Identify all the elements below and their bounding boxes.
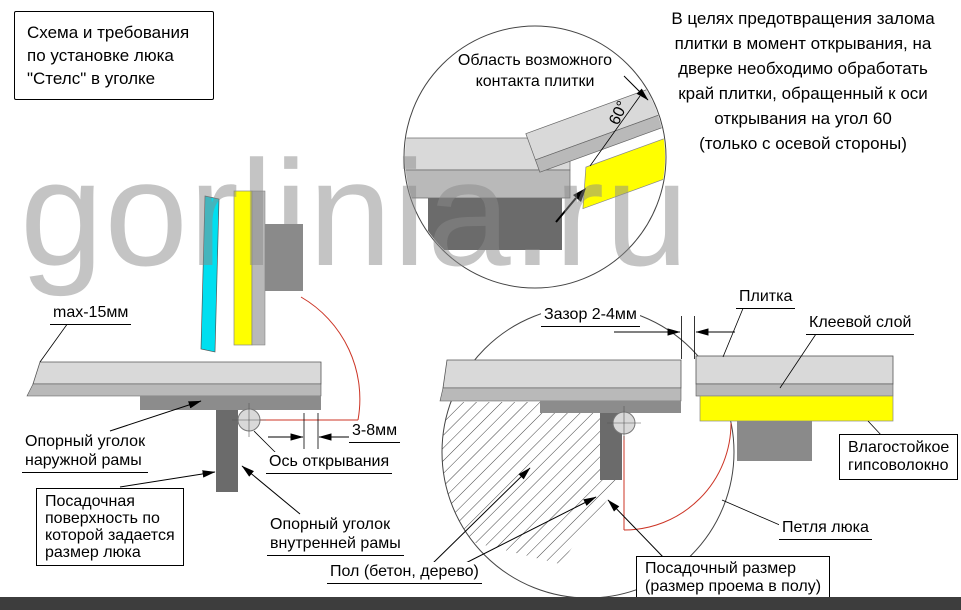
frame-glue-layer (439, 387, 682, 402)
door-gvl-layer-yellow (699, 395, 894, 422)
outer-corner-vertical-leg (216, 410, 238, 492)
left-diagram (26, 190, 361, 515)
bevel-arrow-line (555, 197, 577, 223)
inner-corner-leader (241, 465, 301, 515)
floor-mid-layer (26, 383, 322, 397)
door-tile-layer (695, 355, 894, 385)
gap-label: Зазор 2-4мм (541, 305, 640, 327)
seat-surface-leader (119, 470, 216, 488)
axis-leader (253, 430, 277, 454)
contact-area-leader (623, 75, 649, 101)
angle-dimension-line (589, 95, 641, 167)
glue-leader (779, 330, 819, 389)
outer-corner-horizontal-leg (140, 396, 321, 410)
door-profile-block-right (737, 421, 812, 461)
seat-size-leader (607, 499, 665, 559)
bevel-arrowhead (573, 188, 586, 202)
tile-leader (722, 305, 745, 358)
seat-surface-label: Посадочная поверхность по которой задает… (36, 488, 184, 566)
tile-label: Плитка (736, 287, 796, 309)
hinge-label: Петля люка (779, 518, 872, 540)
door-gvl-strip-yellow (233, 190, 253, 346)
floor-top-layer (32, 361, 322, 385)
frame-tile-layer (442, 359, 682, 389)
door-tile-strip-cyan (200, 195, 220, 353)
outer-corner-label: Опорный уголок наружной рамы (22, 432, 149, 473)
door-frame-strip (251, 190, 266, 346)
seat-size-label: Посадочный размер (размер проема в полу) (636, 556, 831, 600)
detail-door-gvl-beveled (582, 120, 665, 210)
door-glue-layer (695, 383, 894, 397)
swing-arc (300, 296, 361, 421)
inner-corner-label: Опорный уголок внутренней рамы (267, 515, 404, 556)
max-offset-label: max-15мм (50, 303, 132, 325)
floor-leader-1 (429, 467, 531, 567)
contact-area-label: Область возможного контакта плитки (457, 52, 613, 90)
outer-corner-leader (109, 400, 202, 432)
detail-circle-group: 60° (403, 25, 667, 289)
detail-frame-corner (428, 198, 562, 250)
bottom-bar (0, 597, 961, 610)
detail-surround-glue (405, 169, 571, 199)
gvl-leader (867, 420, 883, 437)
gvl-label: Влагостойкое гипсоволокно (839, 434, 959, 480)
hinge-label-leader (721, 499, 783, 527)
right-diagram (429, 305, 894, 599)
max15-leader (39, 322, 69, 363)
floor-label: Пол (бетон, дерево) (327, 562, 482, 584)
concrete-hatch-area (442, 402, 622, 564)
axis-label: Ось открывания (266, 452, 393, 474)
dim-3-8-label: 3-8мм (349, 421, 401, 443)
frame-corner-horizontal-leg (540, 401, 681, 413)
note-text: В целях предотвращения залома плитки в м… (671, 9, 935, 153)
door-profile-block (265, 224, 303, 291)
title-box: Схема и требования по установке люка "Ст… (14, 11, 214, 100)
floor-leader-2 (447, 496, 597, 573)
hinge-swing-arc (623, 422, 732, 531)
glue-label: Клеевой слой (806, 313, 915, 335)
